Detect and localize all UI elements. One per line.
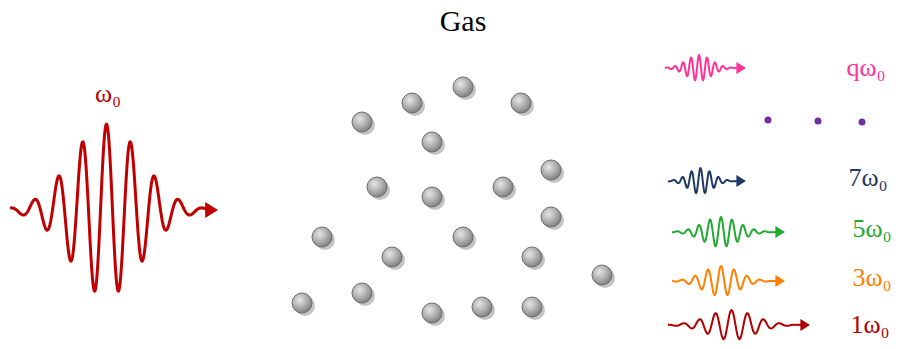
wave-packets (10, 55, 810, 339)
molecule-ball (352, 112, 372, 132)
gas-molecule (422, 303, 445, 326)
molecule-ball (541, 160, 561, 180)
arrow-head (800, 319, 810, 331)
molecule-ball (522, 297, 542, 317)
wave-packet (672, 266, 785, 295)
gas-molecule (352, 283, 375, 306)
ellipsis-dots (765, 117, 866, 126)
wave-curve (672, 217, 779, 246)
gas-molecule (522, 297, 545, 320)
wave-curve (665, 55, 740, 80)
ellipsis-dot (815, 118, 822, 125)
arrow-head (736, 175, 746, 187)
gas-molecule (312, 227, 335, 250)
gas-molecule (472, 297, 495, 320)
molecule-ball (312, 227, 332, 247)
molecule-ball (352, 283, 372, 303)
gas-molecule (541, 160, 564, 183)
harmonic-label: 1ω₀ (850, 311, 889, 340)
gas-molecule (382, 247, 405, 270)
molecule-ball (382, 247, 402, 267)
gas-molecule (522, 247, 545, 270)
molecule-ball (472, 297, 492, 317)
gas-molecules (292, 77, 615, 326)
wave-packet (668, 168, 746, 193)
wave-curve (668, 310, 804, 339)
title: Gas (440, 4, 487, 37)
molecule-ball (422, 132, 442, 152)
molecule-ball (402, 93, 422, 113)
harmonic-label: qω₀ (846, 54, 885, 83)
arrow-head (775, 275, 785, 287)
molecule-ball (511, 93, 531, 113)
arrow-head (205, 202, 218, 218)
ellipsis-dot (859, 119, 866, 126)
harmonic-label: 3ω₀ (852, 264, 891, 293)
molecule-ball (522, 247, 542, 267)
wave-curve (668, 168, 740, 193)
molecule-ball (592, 265, 612, 285)
molecule-ball (453, 227, 473, 247)
gas-molecule (352, 112, 375, 135)
wave-curve (10, 124, 210, 291)
harmonic-label: 5ω₀ (852, 215, 891, 244)
wave-curve (672, 266, 779, 295)
wave-packet (665, 55, 746, 80)
gas-molecule (592, 265, 615, 288)
wave-packet (668, 310, 810, 339)
molecule-ball (422, 303, 442, 323)
wave-packet (672, 217, 785, 246)
gas-molecule (422, 187, 445, 210)
gas-molecule (292, 293, 315, 316)
molecule-ball (453, 77, 473, 97)
gas-molecule (453, 227, 476, 250)
arrow-head (736, 62, 746, 74)
gas-molecule (453, 77, 476, 100)
molecule-ball (367, 177, 387, 197)
gas-molecule (511, 93, 534, 116)
wave-packet (10, 124, 218, 291)
arrow-head (775, 226, 785, 238)
harmonic-label: 7ω₀ (848, 164, 887, 193)
gas-molecule (493, 177, 516, 200)
molecule-ball (422, 187, 442, 207)
gas-molecule (422, 132, 445, 155)
gas-molecule (541, 207, 564, 230)
molecule-ball (493, 177, 513, 197)
gas-molecule (402, 93, 425, 116)
ellipsis-dot (765, 117, 772, 124)
molecule-ball (541, 207, 561, 227)
gas-molecule (367, 177, 390, 200)
molecule-ball (292, 293, 312, 313)
input-frequency-label: ω₀ (95, 80, 121, 109)
